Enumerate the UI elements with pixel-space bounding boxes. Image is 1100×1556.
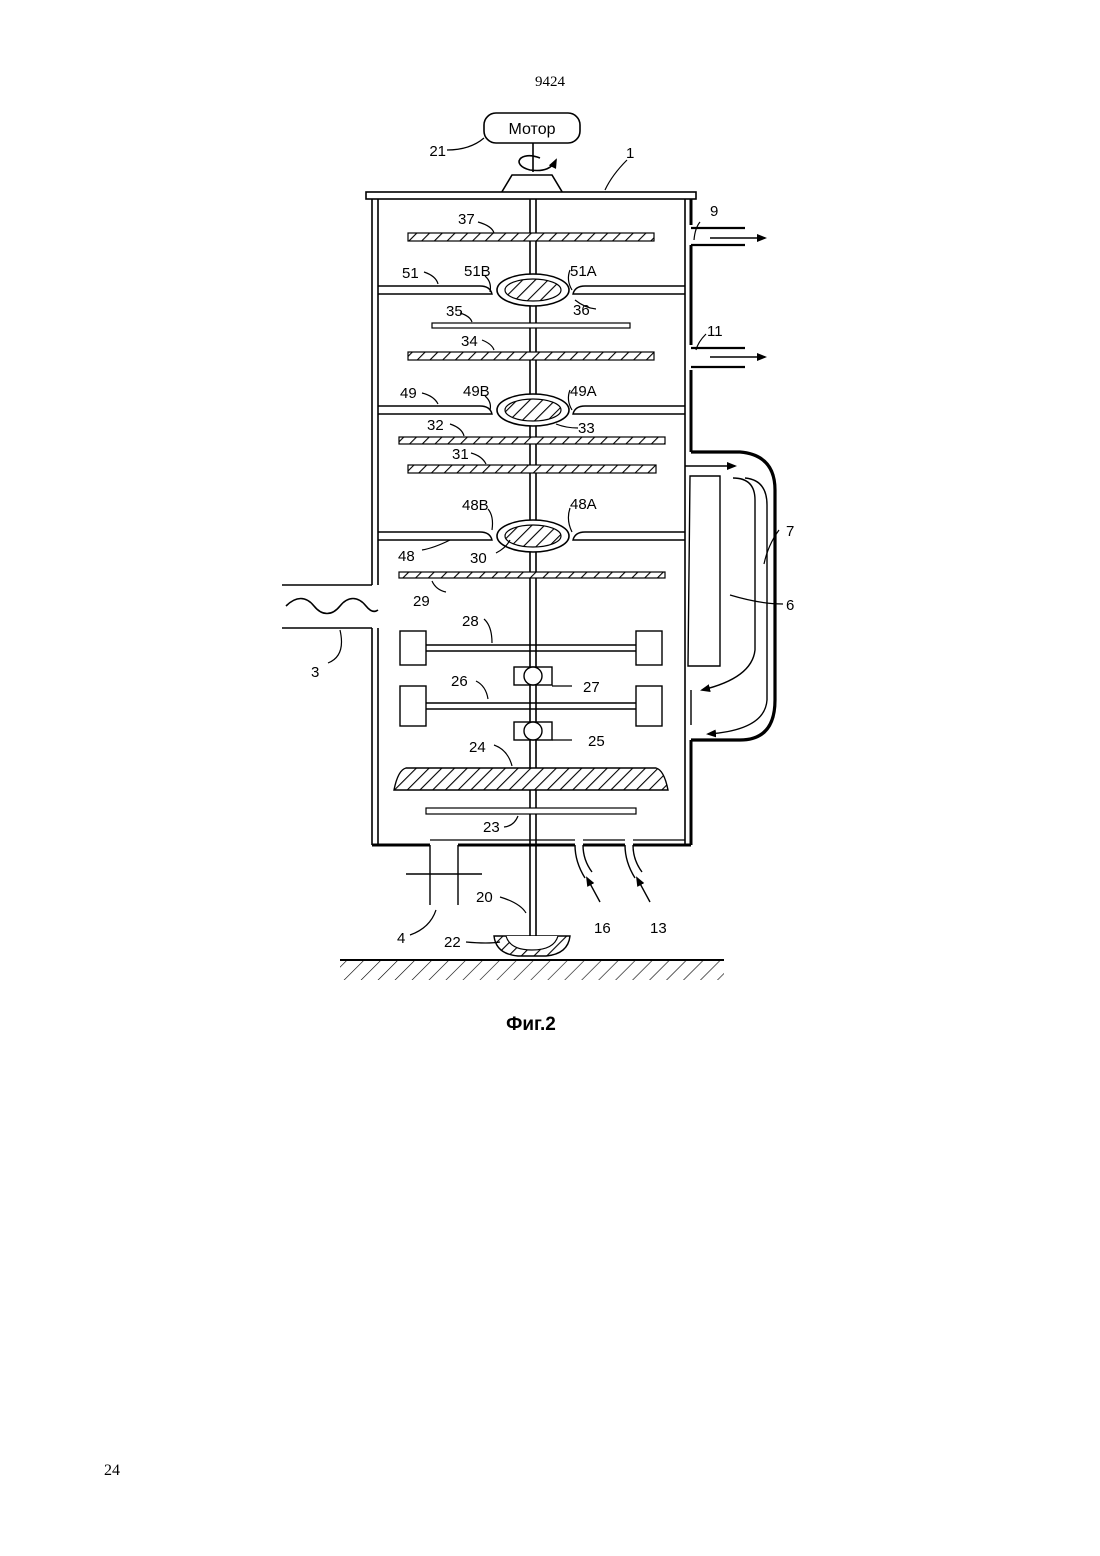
outlet-9	[691, 228, 765, 245]
inlet-13	[625, 845, 650, 902]
disc-23	[426, 808, 636, 814]
label-48: 48	[398, 548, 415, 565]
label-11: 11	[707, 323, 723, 340]
label-16: 16	[594, 920, 611, 937]
vessel-lid	[366, 192, 696, 199]
impeller-28	[400, 631, 662, 665]
label-49a: 49A	[570, 383, 597, 400]
label-9: 9	[710, 203, 718, 220]
label-13: 13	[650, 920, 667, 937]
label-29: 29	[413, 593, 430, 610]
label-20: 20	[476, 889, 493, 906]
vessel-left-wall	[372, 199, 378, 845]
label-31: 31	[452, 446, 469, 463]
label-26: 26	[451, 673, 468, 690]
label-37: 37	[458, 211, 475, 228]
label-3: 3	[311, 664, 319, 681]
shaft-20	[530, 199, 536, 940]
label-35: 35	[446, 303, 463, 320]
label-51a: 51A	[570, 263, 597, 280]
recirculation-loop	[685, 452, 775, 740]
disc-35	[432, 323, 630, 328]
page-number: 24	[104, 1462, 120, 1480]
label-7: 7	[786, 523, 794, 540]
inlet-16	[575, 845, 600, 902]
bearing-36	[505, 279, 561, 301]
label-51: 51	[402, 265, 419, 282]
label-51b: 51B	[464, 263, 491, 280]
label-1: 1	[626, 145, 634, 162]
disc-31	[408, 465, 656, 473]
label-34: 34	[461, 333, 478, 350]
label-21: 21	[429, 143, 446, 160]
label-33: 33	[578, 420, 595, 437]
impeller-26	[400, 686, 662, 726]
outlet-11	[691, 348, 765, 367]
label-49b: 49B	[463, 383, 490, 400]
disc-24	[394, 768, 668, 790]
motor: Мотор	[484, 113, 580, 143]
inlet-3	[282, 585, 378, 628]
label-49: 49	[400, 385, 417, 402]
label-36: 36	[573, 302, 590, 319]
label-48b: 48B	[462, 497, 489, 514]
label-23: 23	[483, 819, 500, 836]
label-48a: 48A	[570, 496, 597, 513]
drain-4	[406, 845, 482, 905]
label-22: 22	[444, 934, 461, 951]
bearing-33	[505, 399, 561, 421]
label-28: 28	[462, 613, 479, 630]
disc-34	[408, 352, 654, 360]
disc-29	[399, 572, 665, 578]
label-24: 24	[469, 739, 486, 756]
label-32: 32	[427, 417, 444, 434]
label-30: 30	[470, 550, 487, 567]
disc-37	[408, 233, 654, 241]
disc-32	[399, 437, 665, 444]
vessel-bottom	[372, 840, 691, 845]
label-27: 27	[583, 679, 600, 696]
motor-label: Мотор	[509, 121, 556, 138]
coupling-25	[514, 722, 552, 740]
bearing-30	[505, 525, 561, 547]
label-4: 4	[397, 930, 405, 947]
label-25: 25	[588, 733, 605, 750]
figure-caption: Фиг.2	[506, 1014, 556, 1035]
ground	[340, 960, 724, 980]
coupling-27	[514, 667, 552, 685]
label-6: 6	[786, 597, 794, 614]
rotation-arrow-icon	[519, 143, 556, 172]
